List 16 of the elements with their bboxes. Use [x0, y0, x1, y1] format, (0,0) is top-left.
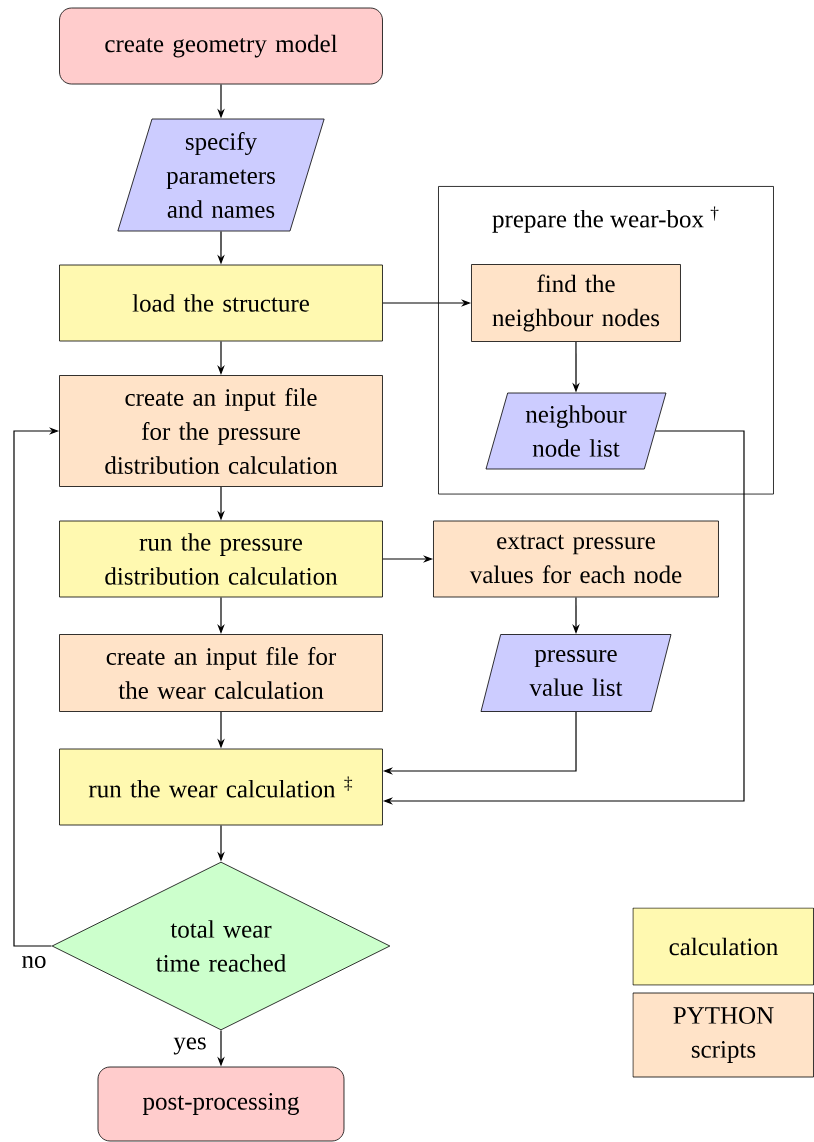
data-parallelogram: neighbour node list	[485, 392, 667, 470]
edge-label: no	[22, 956, 46, 969]
edge-label: yes	[173, 1037, 206, 1055]
legend-item: PYTHON scripts	[632, 992, 814, 1078]
process-box: load the structure	[59, 264, 383, 342]
process-box: create an input file for the pressure distribution calculation	[59, 375, 383, 487]
data-parallelogram: specify parameters and names	[117, 118, 325, 232]
data-parallelogram: pressure value list	[480, 634, 672, 712]
process-box: find the neighbour nodes	[471, 264, 681, 342]
process-box: run the pressure distribution calculation	[59, 520, 383, 598]
process-box: extract pressure values for each node	[433, 520, 719, 598]
process-box: run the wear calculation $^{‡}$	[59, 748, 383, 826]
process-box: create an input file for the wear calculation	[59, 634, 383, 712]
legend-item: calculation	[632, 907, 814, 986]
terminal-box: post-processing	[97, 1066, 345, 1142]
terminal-box: create geometry model	[59, 7, 383, 85]
